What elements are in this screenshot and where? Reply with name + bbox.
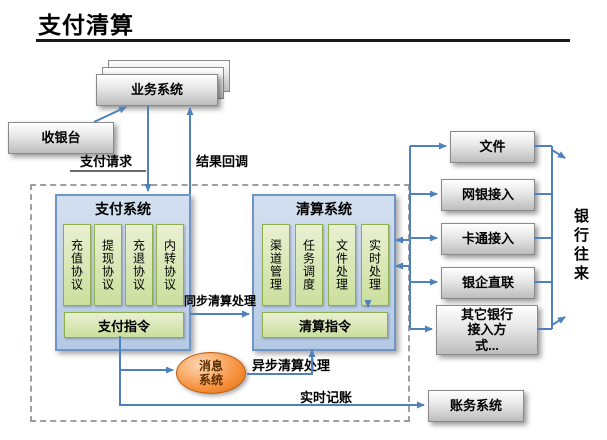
payment-system-panel: 支付系统 充值协议 提现协议 充退协议 内转协议 支付指令 [55, 194, 191, 351]
arrow-to-bank-relation-top [551, 149, 566, 159]
message-system-node: 消息系统 [176, 352, 246, 394]
page-title: 支付清算 [38, 12, 134, 38]
module-realtime: 实时处理 [361, 224, 389, 306]
clearing-system-panel: 清算系统 渠道管理 任务调度 文件处理 实时处理 清算指令 [252, 194, 396, 351]
channel-other-banks: 其它银行接入方式... [436, 305, 538, 355]
payment-system-title: 支付系统 [95, 201, 151, 217]
arrow-cashier-to-business [93, 106, 127, 123]
arrow-to-bank-relation-bottom [551, 316, 566, 326]
business-system-node: 业务系统 [96, 74, 218, 106]
label-sync-clearing: 同步清算处理 [184, 294, 257, 308]
channel-ebank: 网银接入 [441, 179, 535, 211]
channel-other-banks-label: 其它银行接入方式... [460, 306, 513, 353]
module-channel-mgmt: 渠道管理 [262, 224, 290, 306]
payment-instruction-node: 支付指令 [64, 312, 184, 338]
protocol-transfer: 内转协议 [156, 224, 184, 306]
protocol-recharge: 充值协议 [63, 224, 91, 306]
label-async-clearing: 异步清算处理 [252, 358, 331, 373]
module-file-process: 文件处理 [328, 224, 356, 306]
label-realtime-accounting: 实时记账 [300, 390, 353, 405]
channel-file: 文件 [450, 131, 535, 163]
cashier-node: 收银台 [8, 122, 114, 154]
channel-direct-link: 银企直联 [441, 267, 535, 299]
clearing-system-title: 清算系统 [296, 201, 352, 217]
message-system-label: 消息系统 [198, 358, 223, 387]
clearing-instruction-node: 清算指令 [262, 312, 388, 338]
accounting-system-node: 账务系统 [428, 390, 524, 422]
label-result-callback: 结果回调 [196, 154, 249, 169]
channel-card: 卡通接入 [441, 223, 535, 255]
protocol-withdraw: 提现协议 [94, 224, 122, 306]
protocol-refund: 充退协议 [125, 224, 153, 306]
bank-relation-label: 银行往来 [572, 208, 589, 284]
label-payment-request: 支付请求 [80, 154, 133, 169]
module-task-schedule: 任务调度 [295, 224, 323, 306]
title-divider [36, 39, 570, 42]
